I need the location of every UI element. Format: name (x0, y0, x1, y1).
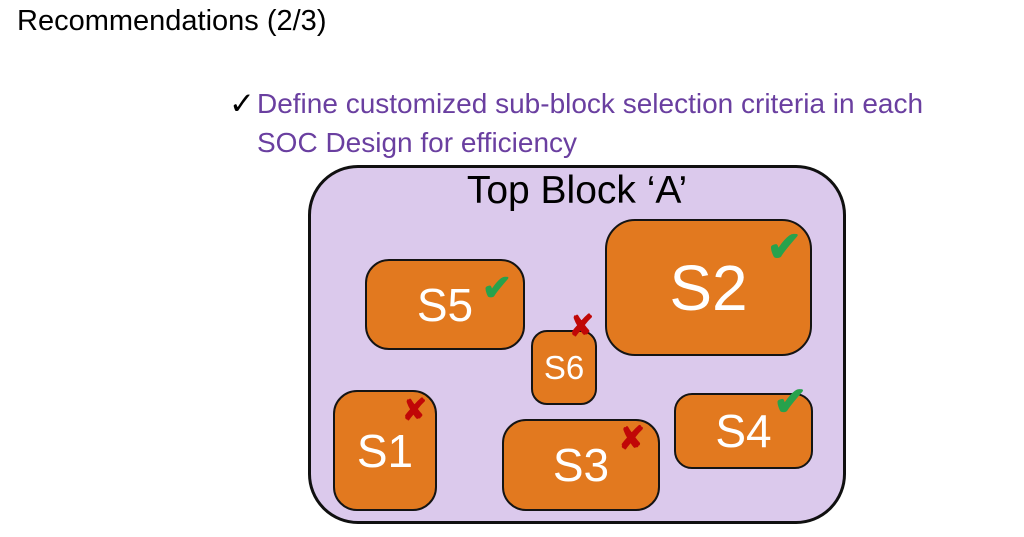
sub-block-s1-label: S1 (356, 424, 414, 477)
cross-icon: ✘ (618, 420, 645, 456)
sub-block-s6: S6 ✘ (531, 312, 597, 405)
bullet-item: ✓ Define customized sub-block selection … (229, 84, 923, 162)
check-icon: ✔ (481, 267, 512, 308)
cross-icon: ✘ (401, 394, 427, 427)
top-block-a-label: Top Block ‘A’ (466, 169, 688, 212)
sub-block-s3-label: S3 (552, 439, 610, 491)
bullet-text: Define customized sub-block selection cr… (257, 84, 923, 162)
sub-block-s2-label: S2 (669, 251, 748, 324)
sub-block-s5-label: S5 (416, 278, 474, 331)
sub-block-s4: S4 ✔ (674, 382, 813, 469)
sub-block-s6-label: S6 (543, 348, 585, 386)
checkmark-bullet-icon: ✓ (229, 86, 255, 121)
cross-icon: ✘ (568, 310, 594, 343)
sub-block-s5: S5 ✔ (365, 259, 525, 350)
sub-block-s2: S2 ✔ (605, 219, 812, 356)
sub-block-s3: S3 ✘ (502, 419, 660, 511)
top-block-a-container: Top Block ‘A’ S1 ✘ S2 ✔ S3 ✘ S4 ✔ S5 ✔ S… (308, 165, 846, 524)
page-title: Recommendations (2/3) (17, 5, 327, 37)
bullet-text-line1: Define customized sub-block selection cr… (256, 88, 924, 119)
sub-block-s1: S1 ✘ (333, 390, 437, 511)
check-icon: ✔ (766, 223, 802, 270)
bullet-text-line2: SOC Design for efficiency (256, 127, 578, 158)
sub-block-s4-label: S4 (715, 405, 772, 457)
check-icon: ✔ (773, 380, 807, 424)
